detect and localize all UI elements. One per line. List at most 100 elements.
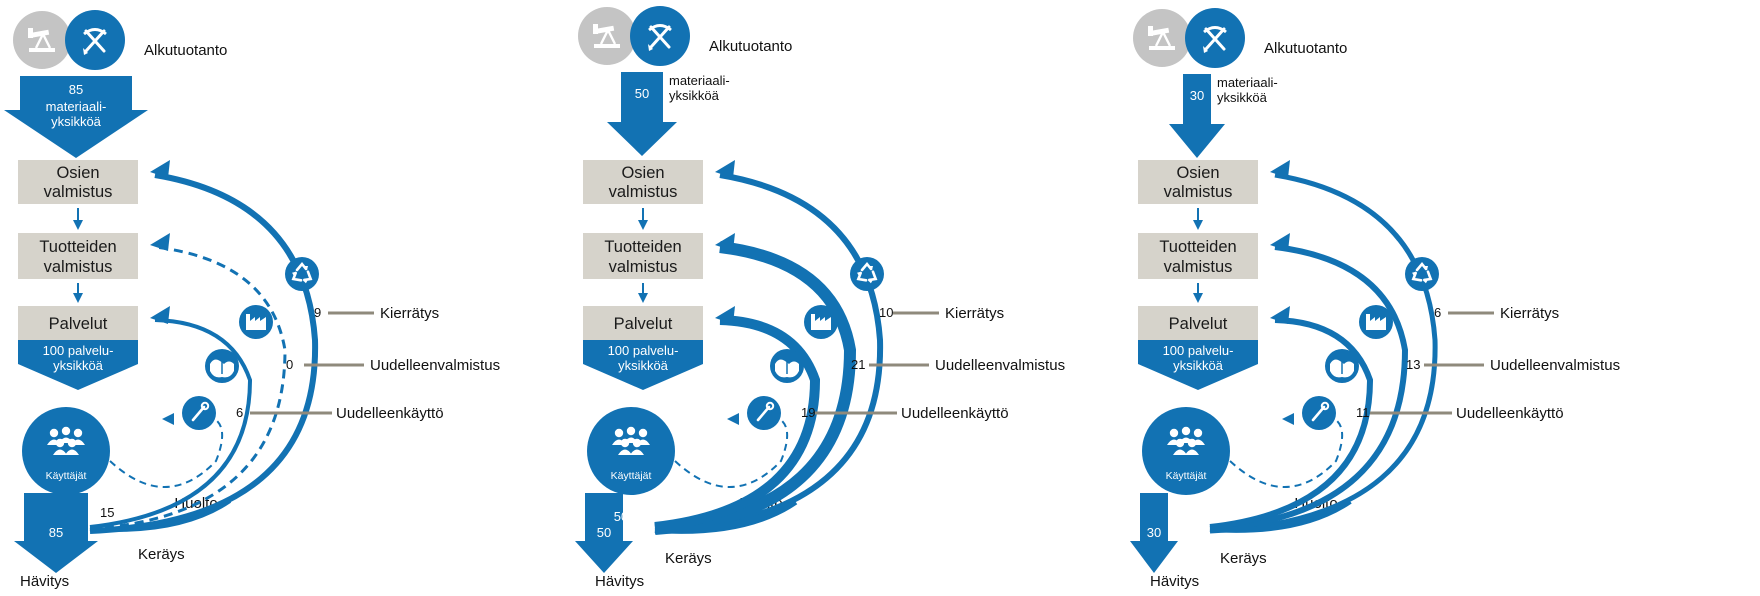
services-label: Palvelut xyxy=(614,315,673,333)
products-manufacturing-box xyxy=(1138,233,1258,279)
services-box xyxy=(1138,306,1258,340)
disposal-label: Hävitys xyxy=(595,573,644,590)
panel-1: Alkutuotanto85materiaali-yksikköäOsienva… xyxy=(4,10,500,590)
shovel-pickaxe-icon xyxy=(65,10,125,70)
maintenance-loop xyxy=(109,413,224,488)
reuse-flow xyxy=(1209,317,1374,530)
remanufacturing-value: 0 xyxy=(286,357,293,372)
service-units-arrow xyxy=(18,340,138,390)
inflow-unit-line1: materiaali- xyxy=(46,99,107,114)
users-label: Käyttäjät xyxy=(611,470,652,482)
inflow-unit-line1: materiaali- xyxy=(1217,75,1278,90)
inflow-value: 30 xyxy=(1190,88,1204,103)
parts-manufacturing-box xyxy=(18,160,138,204)
recycle-icon xyxy=(850,257,884,291)
service-units-line2: yksikköä xyxy=(53,358,104,373)
products-manufacturing-box xyxy=(583,233,703,279)
disposal-label: Hävitys xyxy=(20,573,69,590)
service-units-line1: 100 palvelu- xyxy=(608,343,679,358)
remanufacturing-label: Uudelleenvalmistus xyxy=(370,357,500,374)
reuse-label: Uudelleenkäyttö xyxy=(336,405,444,422)
disposal-label: Hävitys xyxy=(1150,573,1199,590)
recycling-value: 9 xyxy=(314,305,321,320)
handshake-icon xyxy=(770,349,804,383)
service-units-line2: yksikköä xyxy=(1173,358,1224,373)
reuse-value: 11 xyxy=(1356,405,1370,420)
recycling-value: 10 xyxy=(879,305,893,320)
parts-label-line2: valmistus xyxy=(1164,183,1233,201)
shovel-pickaxe-icon xyxy=(630,6,690,66)
handshake-icon xyxy=(1325,349,1359,383)
primary-production-label: Alkutuotanto xyxy=(1264,40,1347,57)
collection-value: 30 xyxy=(1169,509,1183,524)
collection-value: 15 xyxy=(100,505,114,520)
inflow-unit-line2: yksikköä xyxy=(1217,90,1268,105)
users-label: Käyttäjät xyxy=(46,470,87,482)
services-box xyxy=(583,306,703,340)
recycling-value: 6 xyxy=(1434,305,1441,320)
reuse-value: 19 xyxy=(801,405,815,420)
service-units-arrow xyxy=(1138,340,1258,390)
remanufacturing-label: Uudelleenvalmistus xyxy=(935,357,1065,374)
parts-label-line1: Osien xyxy=(56,164,99,182)
disposal-value: 85 xyxy=(49,525,63,540)
parts-manufacturing-box xyxy=(583,160,703,204)
inflow-unit-line2: yksikköä xyxy=(669,88,720,103)
wrench-icon xyxy=(182,396,216,430)
disposal-value: 30 xyxy=(1147,525,1161,540)
primary-production-label: Alkutuotanto xyxy=(144,42,227,59)
parts-label-line1: Osien xyxy=(621,164,664,182)
recycling-flow xyxy=(1209,172,1438,534)
factory-icon xyxy=(239,305,273,339)
maintenance-loop xyxy=(674,413,789,488)
service-units-arrow xyxy=(583,340,703,390)
inflow-arrow xyxy=(4,76,148,158)
disposal-arrow xyxy=(575,493,633,573)
collection-label: Keräys xyxy=(138,546,185,563)
recycling-flow xyxy=(89,172,319,534)
collection-flow xyxy=(1209,498,1352,533)
services-box xyxy=(18,306,138,340)
recycling-label: Kierrätys xyxy=(945,305,1004,322)
inflow-unit-line2: yksikköä xyxy=(51,114,102,129)
users-group-icon xyxy=(22,407,110,495)
inflow-value: 85 xyxy=(69,82,83,97)
remanufacturing-flow xyxy=(654,241,857,535)
service-units-line2: yksikköä xyxy=(618,358,669,373)
recycle-icon xyxy=(285,257,319,291)
recycling-label: Kierrätys xyxy=(1500,305,1559,322)
wrench-icon xyxy=(1302,396,1336,430)
remanufacturing-value: 21 xyxy=(851,357,865,372)
disposal-arrow xyxy=(1130,493,1178,573)
users-label: Käyttäjät xyxy=(1166,470,1207,482)
users-group-icon xyxy=(587,407,675,495)
products-label-line1: Tuotteiden xyxy=(39,238,116,256)
products-manufacturing-box xyxy=(18,233,138,279)
products-label-line2: valmistus xyxy=(44,258,113,276)
inflow-arrow xyxy=(1169,74,1225,158)
parts-label-line1: Osien xyxy=(1176,164,1219,182)
reuse-label: Uudelleenkäyttö xyxy=(901,405,1009,422)
service-units-line1: 100 palvelu- xyxy=(43,343,114,358)
reuse-flow xyxy=(89,318,253,529)
disposal-arrow xyxy=(14,493,98,573)
maintenance-loop xyxy=(1229,413,1344,488)
remanufacturing-flow xyxy=(89,245,287,531)
products-label-line1: Tuotteiden xyxy=(604,238,681,256)
handshake-icon xyxy=(205,349,239,383)
collection-label: Keräys xyxy=(1220,550,1267,567)
collection-flow xyxy=(654,497,798,534)
recycling-label: Kierrätys xyxy=(380,305,439,322)
shovel-pickaxe-icon xyxy=(1185,8,1245,68)
services-label: Palvelut xyxy=(1169,315,1228,333)
service-units-line1: 100 palvelu- xyxy=(1163,343,1234,358)
oil-pump-icon xyxy=(1133,9,1191,67)
panel-2: Alkutuotanto50materiaali-yksikköäOsienva… xyxy=(575,6,1065,590)
remanufacturing-label: Uudelleenvalmistus xyxy=(1490,357,1620,374)
factory-icon xyxy=(1359,305,1393,339)
remanufacturing-flow xyxy=(1209,244,1409,532)
inflow-value: 50 xyxy=(635,86,649,101)
factory-icon xyxy=(804,305,838,339)
recycle-icon xyxy=(1405,257,1439,291)
